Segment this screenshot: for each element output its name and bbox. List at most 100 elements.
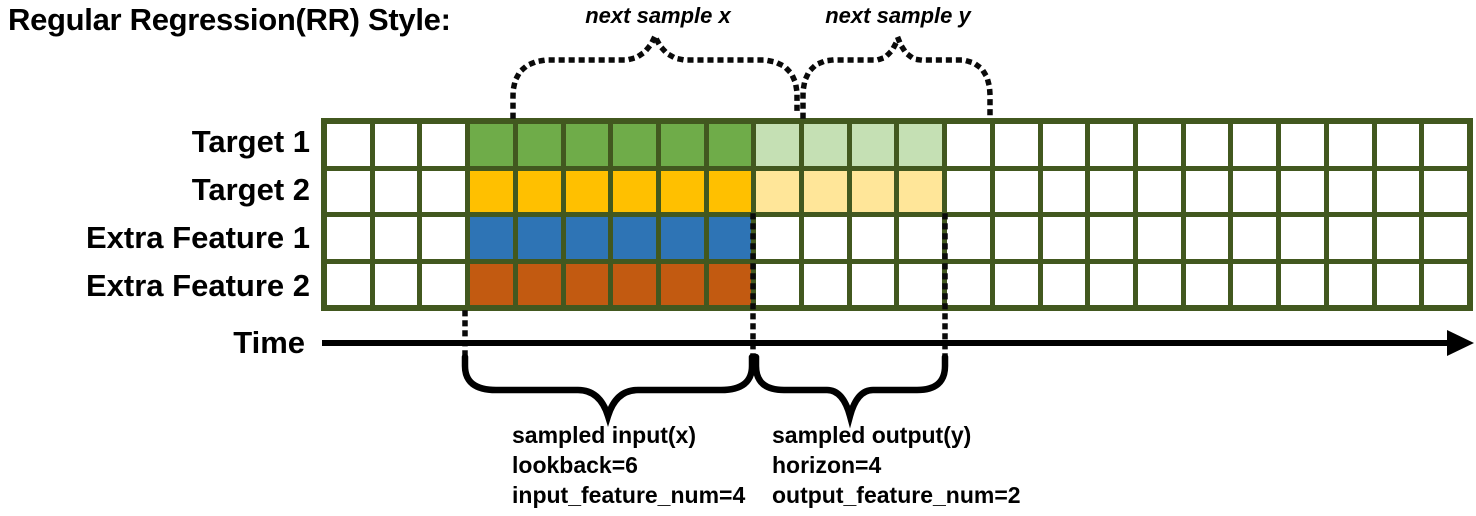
grid-cell [1185, 170, 1229, 212]
grid-cell [947, 124, 990, 166]
grid-cell [565, 124, 609, 166]
grid-cell [708, 263, 752, 305]
grid-cell [1185, 124, 1229, 166]
grid-cell [994, 124, 1038, 166]
grid-cell [804, 124, 847, 166]
grid-cell [1376, 263, 1420, 305]
row-label-extra-feature-2: Extra Feature 2 [86, 268, 310, 303]
grid-cell [1376, 124, 1420, 166]
grid-cell [1138, 217, 1181, 259]
sampled-output-line-2: horizon=4 [772, 452, 882, 478]
grid-cell [565, 263, 609, 305]
grid-cell [422, 170, 466, 212]
grid-cell [470, 263, 513, 305]
grid-cell [613, 217, 656, 259]
row-label-extra-feature-1: Extra Feature 1 [86, 220, 310, 255]
grid-cell [994, 217, 1038, 259]
row-label-target-1: Target 1 [191, 124, 310, 159]
grid-cell [947, 263, 990, 305]
next-sample-x-brace [510, 28, 800, 119]
grid-cell [374, 263, 418, 305]
grid-cell [517, 217, 561, 259]
grid-cell [1138, 263, 1181, 305]
grid-cell [1328, 263, 1372, 305]
sampled-input-brace [461, 353, 756, 428]
grid-cell [804, 170, 847, 212]
sampled-output-line-1: sampled output(y) [772, 422, 972, 448]
grid-cell [1138, 170, 1181, 212]
grid-cell [708, 170, 752, 212]
grid-cell [517, 263, 561, 305]
grid-cell [1138, 124, 1181, 166]
sampled-output-line-3: output_feature_num=2 [772, 482, 1021, 508]
grid-cell [1185, 217, 1229, 259]
grid-cell [947, 217, 990, 259]
grid-cell [851, 124, 895, 166]
grid-cell [899, 170, 943, 212]
grid-cell [994, 170, 1038, 212]
row-label-target-2: Target 2 [191, 172, 310, 207]
sampled-input-line-1: sampled input(x) [512, 422, 697, 448]
grid-cell [708, 217, 752, 259]
grid-cell [756, 263, 800, 305]
grid-cell [613, 263, 656, 305]
grid-cell [1090, 263, 1134, 305]
grid-cell [327, 170, 370, 212]
sampled-input-line-2: lookback=6 [512, 452, 638, 478]
grid-cell [565, 217, 609, 259]
grid-cell [422, 217, 466, 259]
grid-cell [1233, 263, 1277, 305]
grid-cell [947, 170, 990, 212]
grid-cell [899, 217, 943, 259]
grid-cell [1281, 124, 1324, 166]
grid-cell [517, 170, 561, 212]
grid-cell [660, 124, 704, 166]
grid-cell [1090, 170, 1134, 212]
grid-cell [517, 124, 561, 166]
next-sample-y-brace [800, 29, 993, 119]
grid-cell [1090, 124, 1134, 166]
grid-cell [804, 263, 847, 305]
grid-cell [899, 124, 943, 166]
grid-cell [851, 217, 895, 259]
grid-cell [1233, 217, 1277, 259]
grid-cell [422, 124, 466, 166]
grid-cell [1090, 217, 1134, 259]
grid-cell [470, 124, 513, 166]
grid-cell [1328, 124, 1372, 166]
grid-cell [327, 217, 370, 259]
sampled-input-caption: sampled input(x) lookback=6 input_featur… [512, 420, 745, 510]
grid-cell [1424, 170, 1467, 212]
grid-cell [851, 263, 895, 305]
grid-cell [422, 263, 466, 305]
grid-cell [756, 217, 800, 259]
grid-cell [660, 263, 704, 305]
next-sample-y-label: next sample y [825, 3, 971, 28]
grid-cell [470, 170, 513, 212]
grid-cell [899, 263, 943, 305]
time-axis-arrowhead [1447, 330, 1474, 356]
grid-cell [613, 124, 656, 166]
grid-cell [756, 170, 800, 212]
grid-cell [1042, 170, 1086, 212]
grid-cell [1376, 170, 1420, 212]
grid-cell [1424, 263, 1467, 305]
grid [321, 118, 1473, 311]
sampled-input-line-3: input_feature_num=4 [512, 482, 746, 508]
grid-cell [613, 170, 656, 212]
time-axis-label: Time [233, 325, 305, 360]
grid-cell [1233, 124, 1277, 166]
grid-cell [1328, 217, 1372, 259]
next-sample-x-label: next sample x [585, 3, 731, 28]
grid-cell [660, 170, 704, 212]
grid-cell [565, 170, 609, 212]
grid-cell [327, 263, 370, 305]
grid-cell [374, 170, 418, 212]
grid-cell [660, 217, 704, 259]
grid-cell [1042, 217, 1086, 259]
grid-cell [1185, 263, 1229, 305]
grid-cell [470, 217, 513, 259]
grid-cell [327, 124, 370, 166]
diagram-title: Regular Regression(RR) Style: [8, 2, 451, 37]
